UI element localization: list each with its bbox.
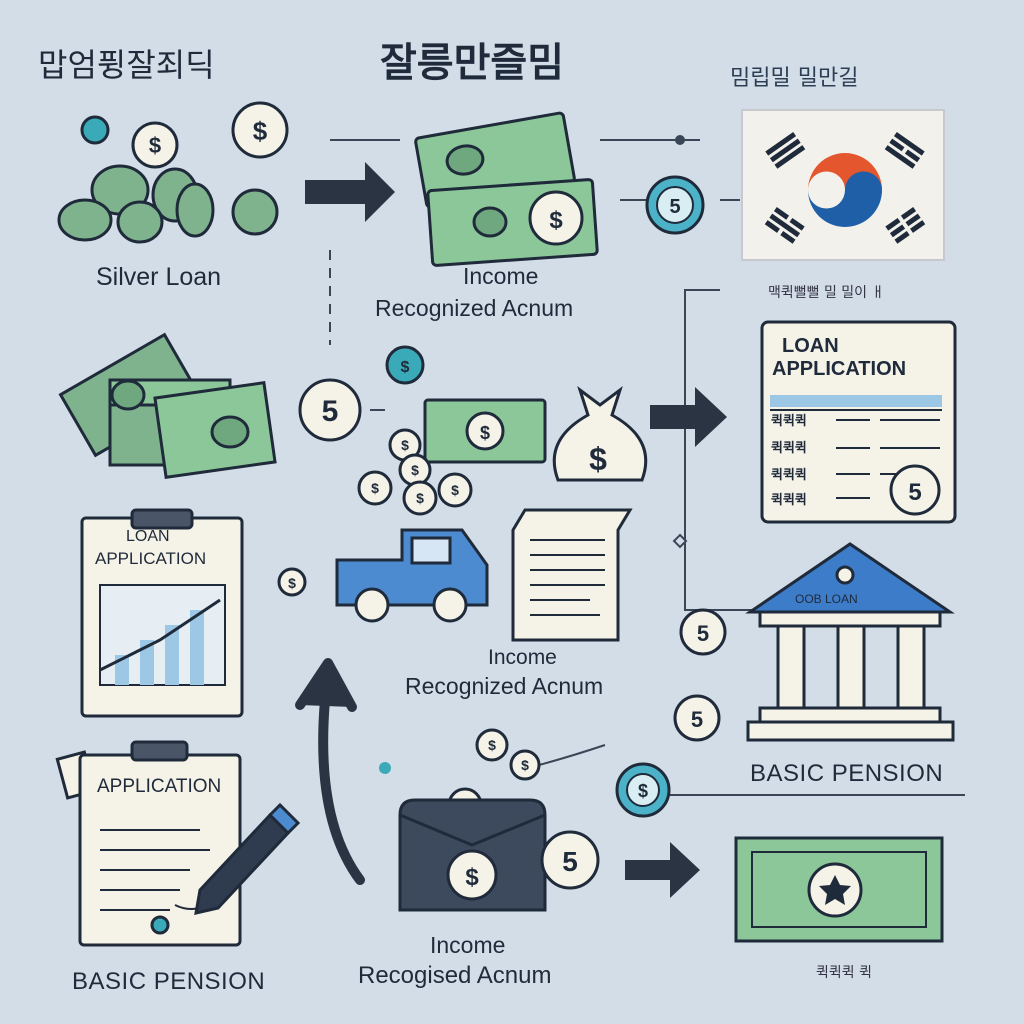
loan-form-title-line2: APPLICATION (772, 358, 907, 380)
svg-text:$: $ (638, 781, 648, 801)
svg-text:$: $ (149, 133, 161, 158)
recognized-label-1: Recognized Acnum (375, 295, 574, 321)
coin-icon: 5 (298, 378, 362, 442)
arrow-up-icon (295, 658, 365, 885)
coin-dot (379, 762, 391, 774)
form-row-label: 퀵퀵퀵 (771, 468, 807, 483)
truck-icon: $ (277, 528, 489, 623)
svg-text:$: $ (416, 490, 424, 506)
coin-icon: 5 (679, 608, 727, 656)
svg-text:$: $ (411, 462, 419, 478)
income-label-3: Income (430, 932, 506, 958)
svg-text:$: $ (371, 480, 379, 496)
cash-icon: $ (423, 398, 547, 464)
svg-text:5: 5 (562, 846, 578, 877)
clipboard-title-line2: APPLICATION (95, 549, 207, 568)
korean-flag-icon (741, 109, 945, 261)
loan-application-form: 5 (760, 320, 957, 524)
arrow-right-icon (625, 842, 700, 898)
arrow-right-icon (305, 162, 395, 222)
bottom-right-caption: 퀵퀵퀵 퀵 (816, 965, 872, 981)
connector-lines (329, 135, 965, 796)
cash-icon: $ (414, 111, 599, 267)
header-left-title: 맙엄퓡잘죄딕 (38, 46, 215, 84)
svg-text:$: $ (401, 359, 410, 376)
bank-icon (745, 542, 955, 742)
arrow-right-icon (650, 387, 727, 447)
loan-form-title-line1: LOAN (782, 335, 839, 357)
recognized-label-2: Recognized Acnum (405, 673, 604, 699)
form-row-label: 퀵퀵퀵 (771, 414, 807, 429)
recognized-label-3: Recogised Acnum (358, 962, 552, 989)
svg-text:$: $ (465, 864, 479, 891)
svg-text:$: $ (589, 441, 607, 477)
document-icon (511, 508, 633, 642)
application-clipboard (55, 740, 242, 947)
income-label-2: Income (488, 646, 557, 669)
coin-pile: $ $ (57, 101, 289, 244)
basic-pension-label-left: BASIC PENSION (72, 968, 266, 995)
header-right-title: 밈립밀 밀만길 (730, 66, 859, 91)
income-label-1: Income (463, 263, 539, 289)
flag-caption: 맥퀵뻘뻘 밀 밀이 ㅐ (768, 285, 885, 301)
banknote-icon (734, 836, 944, 943)
bank-roof-label: OOB LOAN (795, 592, 858, 606)
svg-text:$: $ (288, 575, 296, 591)
svg-text:5: 5 (669, 196, 680, 218)
svg-text:5: 5 (691, 707, 703, 732)
svg-text:$: $ (253, 116, 268, 146)
loan-application-clipboard (80, 508, 244, 718)
pen-icon (194, 802, 301, 915)
svg-text:$: $ (488, 737, 496, 753)
svg-text:5: 5 (322, 395, 339, 428)
coin-icon: $ (385, 345, 425, 385)
svg-text:$: $ (480, 423, 490, 443)
basic-pension-label-right: BASIC PENSION (750, 760, 944, 787)
coin-icon: $ (615, 762, 671, 818)
coin-icon: 5 (673, 694, 721, 742)
svg-text:$: $ (451, 482, 459, 498)
svg-text:$: $ (549, 207, 563, 234)
coin-icon: 5 (645, 175, 705, 235)
envelope-icon: $ (398, 798, 547, 912)
svg-text:$: $ (521, 757, 529, 773)
form-row-label: 퀵퀵퀵 (771, 493, 807, 508)
svg-text:5: 5 (697, 621, 709, 646)
page-title: 잘릉만즐밈 (380, 40, 564, 86)
clipboard-title-line1: LOAN (126, 528, 170, 545)
coin-stack: $$$$$ (357, 428, 473, 516)
form-row-label: 퀵퀵퀵 (771, 441, 807, 456)
cash-icon (58, 332, 277, 479)
svg-text:5: 5 (908, 479, 921, 506)
application-title: APPLICATION (97, 776, 222, 797)
money-bag-icon: $ (552, 385, 648, 482)
silver-loan-label: Silver Loan (96, 263, 222, 291)
svg-text:$: $ (401, 437, 409, 453)
coin-icon: 5 (540, 830, 600, 890)
